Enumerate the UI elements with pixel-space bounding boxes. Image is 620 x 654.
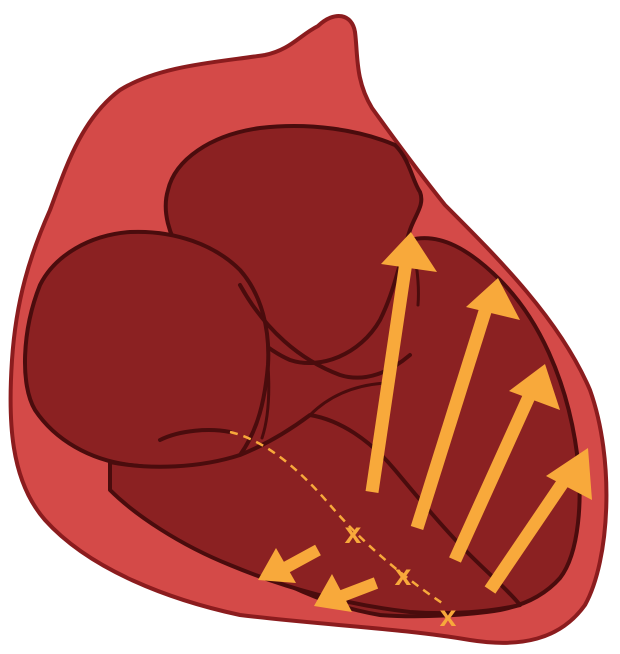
block-marker-1: x: [345, 517, 362, 550]
block-marker-3: x: [440, 600, 457, 633]
block-marker-2: x: [395, 559, 412, 592]
